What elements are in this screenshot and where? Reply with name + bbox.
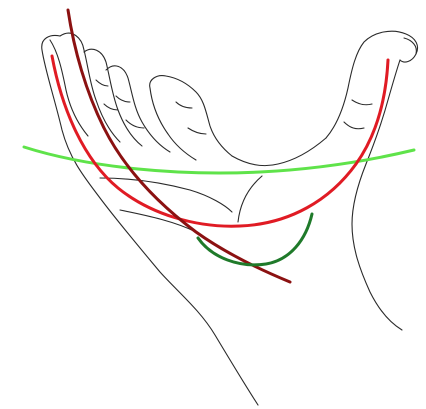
middle-finger-crease xyxy=(116,96,144,128)
thenar-contour xyxy=(238,176,262,222)
ring-finger-crease xyxy=(96,80,118,110)
thenar-arc-curve xyxy=(198,214,312,265)
transverse-axis-curve xyxy=(24,147,414,173)
thumb-web xyxy=(232,138,326,166)
thumb-outline-lower xyxy=(352,60,402,330)
little-finger-inner xyxy=(50,40,88,136)
middle-finger-outline xyxy=(106,66,170,152)
oblique-axis-line xyxy=(68,10,290,282)
hand-outline xyxy=(42,31,418,405)
axis-curves xyxy=(24,10,414,282)
index-finger-outline xyxy=(150,76,232,156)
index-finger-crease xyxy=(176,102,206,134)
thumb-outline-upper xyxy=(326,31,418,138)
thumb-crease xyxy=(344,100,372,129)
index-finger-left-edge xyxy=(150,88,196,160)
